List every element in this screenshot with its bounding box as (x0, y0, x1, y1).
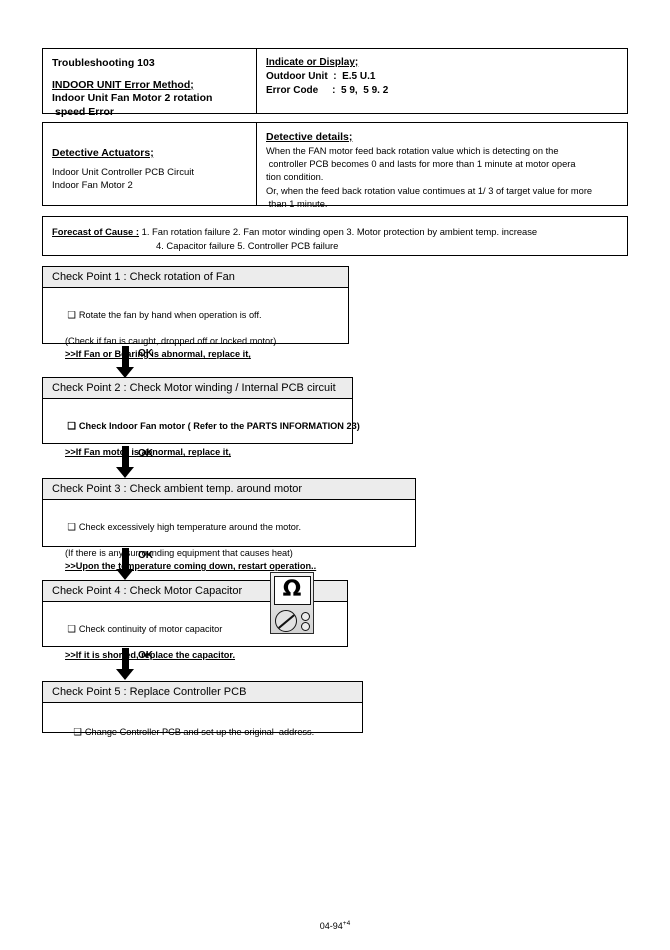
detective-details-title: Detective details; (266, 131, 353, 143)
detective-actuators-title: Detective Actuators; (52, 147, 154, 159)
forecast-label: Forecast of Cause : (52, 226, 140, 237)
forecast-of-cause-box: Forecast of Cause : 1. Fan rotation fail… (42, 216, 628, 256)
checkbox-icon: ❑ (67, 624, 76, 635)
page-footer: 04-94+4 (0, 920, 670, 931)
flow-arrow-4: OK (114, 648, 153, 680)
error-method-description: Indoor Unit Fan Motor 2 rotation speed E… (52, 92, 256, 119)
arrow-head-icon (116, 569, 134, 580)
checkpoint-1-heading: Check Point 1 : Check rotation of Fan (42, 266, 349, 288)
checkpoint-3-text-1: Check excessively high temperature aroun… (78, 522, 302, 532)
multimeter-ohm-icon: Ω (270, 572, 314, 634)
error-method-cell: Troubleshooting 103 INDOOR UNIT Error Me… (43, 49, 257, 118)
arrow-label-ok: OK (138, 448, 153, 459)
checkpoint-2-text-1: Check Indoor Fan motor ( Refer to the PA… (78, 421, 360, 431)
header-box-row2: Detective Actuators; Indoor Unit Control… (42, 122, 628, 209)
checkpoint-1-line-1: ❑Rotate the fan by hand when operation i… (52, 296, 348, 335)
checkbox-icon: ❑ (67, 421, 76, 432)
checkpoint-3-line-2: (If there is any surrounding equipment t… (65, 548, 293, 558)
outdoor-unit-value: Outdoor Unit : E.5 U.1 (266, 71, 376, 82)
arrow-label-ok: OK (138, 650, 153, 661)
checkpoint-5-text-1: Change Controller PCB and set up the ori… (84, 727, 315, 737)
flow-arrow-3: OK (114, 548, 153, 580)
arrow-shaft (122, 346, 129, 368)
checkpoint-5-line-1: ❑Change Controller PCB and set up the or… (52, 713, 362, 752)
meter-jack-icon (301, 612, 310, 621)
checkpoint-2-heading: Check Point 2 : Check Motor winding / In… (42, 377, 353, 399)
footer-page-suffix: +4 (342, 920, 351, 927)
arrow-shaft (122, 648, 129, 670)
actuator-item: Indoor Fan Motor 2 (52, 180, 133, 191)
checkpoint-2-body: ❑Check Indoor Fan motor ( Refer to the P… (42, 399, 360, 457)
forecast-line1: 1. Fan rotation failure 2. Fan motor win… (139, 226, 538, 237)
indicate-display-title: Indicate or Display; (266, 57, 359, 68)
error-method-line1: Indoor Unit Fan Motor 2 rotation (52, 92, 213, 104)
arrow-shaft (122, 548, 129, 570)
arrow-head-icon (116, 467, 134, 478)
actuator-item: Indoor Unit Controller PCB Circuit (52, 167, 195, 178)
arrow-label-ok: OK (138, 348, 153, 359)
arrow-shaft (122, 446, 129, 468)
error-code-value: Error Code : 5 9, 5 9. 2 (266, 85, 389, 96)
footer-page-number: 04-94 (319, 921, 343, 931)
error-method-title: INDOOR UNIT Error Method; (52, 79, 194, 91)
detective-details-cell: Detective details; When the FAN motor fe… (257, 123, 627, 209)
flow-arrow-2: OK (114, 446, 153, 478)
meter-jack-icon (301, 622, 310, 631)
forecast-content: Forecast of Cause : 1. Fan rotation fail… (43, 217, 627, 253)
detective-actuators-cell: Detective Actuators; Indoor Unit Control… (43, 123, 257, 205)
header-box-row1: Troubleshooting 103 INDOOR UNIT Error Me… (42, 48, 628, 118)
detail-line: tion condition. (266, 172, 324, 183)
checkpoint-4-text-1: Check continuity of motor capacitor (78, 624, 223, 634)
checkpoint-2-line-1: ❑Check Indoor Fan motor ( Refer to the P… (52, 407, 359, 446)
arrow-head-icon (116, 367, 134, 378)
checkpoint-2-line-2: >>If Fan motor is abnormal, replace it, (65, 447, 231, 457)
checkpoint-3-line-1: ❑Check excessively high temperature arou… (52, 508, 415, 547)
flow-arrow-1: OK (114, 346, 153, 378)
checkbox-icon: ❑ (67, 522, 76, 533)
troubleshooting-number: Troubleshooting 103 (52, 57, 155, 69)
detail-line: than 1 minute. (266, 198, 328, 209)
checkpoint-1-body: ❑Rotate the fan by hand when operation i… (42, 288, 349, 359)
indicate-display-cell: Indicate or Display; Outdoor Unit : E.5 … (257, 49, 627, 113)
checkbox-icon: ❑ (73, 727, 82, 738)
detail-line: Or, when the feed back rotation value co… (266, 185, 593, 196)
checkpoint-5-body: ❑Change Controller PCB and set up the or… (42, 703, 363, 738)
checkpoint-3-line-3: >>Upon the temperature coming down, rest… (65, 561, 317, 571)
error-method-line2: speed Error (55, 105, 114, 118)
checkpoint-5-heading: Check Point 5 : Replace Controller PCB (42, 681, 363, 703)
checkpoint-3-body: ❑Check excessively high temperature arou… (42, 500, 416, 571)
meter-display: Ω (273, 575, 311, 605)
arrow-label-ok: OK (138, 550, 153, 561)
checkpoint-1-line-3: >>If Fan or Bearing is abnormal, replace… (65, 349, 251, 359)
arrow-head-icon (116, 669, 134, 680)
meter-dial-icon (275, 610, 297, 632)
checkpoint-3-heading: Check Point 3 : Check ambient temp. arou… (42, 478, 416, 500)
checkpoint-4-line-1: ❑Check continuity of motor capacitor (52, 610, 347, 649)
forecast-line2: 4. Capacitor failure 5. Controller PCB f… (156, 240, 339, 251)
detail-line: When the FAN motor feed back rotation va… (266, 146, 559, 156)
checkpoint-1-line-2: (Check if fan is caught, dropped off or … (65, 336, 277, 346)
checkpoint-1-text-1: Rotate the fan by hand when operation is… (78, 310, 262, 320)
detail-line: controller PCB becomes 0 and lasts for m… (266, 159, 576, 170)
checkbox-icon: ❑ (67, 310, 76, 321)
checkpoint-4-line-2: >>If it is shorted, replace the capacito… (65, 650, 236, 660)
ohm-symbol-icon: Ω (282, 577, 302, 602)
